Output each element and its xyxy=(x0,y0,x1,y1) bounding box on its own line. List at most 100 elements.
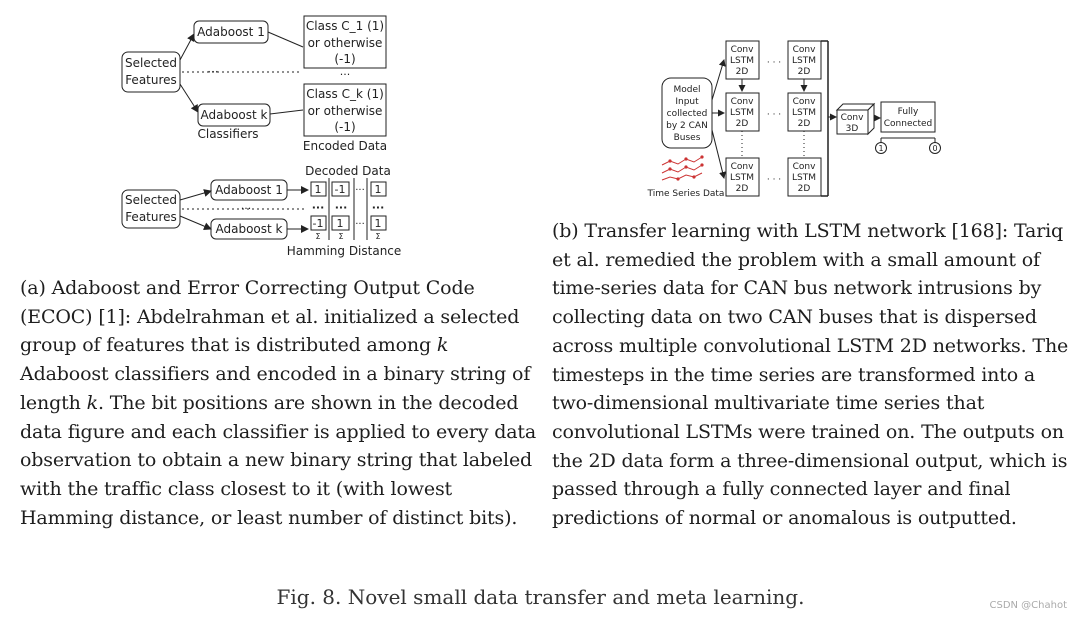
bit-value: 1 xyxy=(337,217,344,230)
encoded-data-label: Encoded Data xyxy=(303,139,387,153)
fully-connected-line: Fully xyxy=(898,107,919,117)
output-label: 0 xyxy=(932,144,937,153)
model-input-line: Input xyxy=(675,97,699,107)
conv-lstm-cell xyxy=(725,92,760,132)
conv-lstm-line: LSTM xyxy=(792,173,816,183)
ellipsis: ··· xyxy=(355,219,365,230)
class-ck-line: Class C_k (1) xyxy=(306,87,384,101)
conv-lstm-line: Conv xyxy=(793,97,816,107)
model-input-line: Buses xyxy=(674,133,701,143)
bit-cell xyxy=(331,181,350,197)
conv-lstm-line: 2D xyxy=(736,184,749,194)
ellipsis: · · · xyxy=(767,175,781,185)
panel-b-diagram: Model Input collected by 2 CAN Buses Tim… xyxy=(647,40,941,199)
figure-caption: Fig. 8. Novel small data transfer and me… xyxy=(276,585,805,609)
connector-line xyxy=(269,109,304,115)
conv-lstm-line: Conv xyxy=(731,162,754,172)
conv-lstm-line: Conv xyxy=(731,97,754,107)
conv-lstm-cell xyxy=(787,157,822,197)
selected-features-label: Features xyxy=(125,73,177,87)
conv-lstm-cell xyxy=(725,157,760,197)
bit-value: 1 xyxy=(375,183,382,196)
conv-lstm-line: LSTM xyxy=(792,56,816,66)
conv-lstm-line: LSTM xyxy=(730,173,754,183)
conv-lstm-line: Conv xyxy=(793,45,816,55)
conv3d-line: 3D xyxy=(846,124,859,134)
ellipsis: ··· xyxy=(312,201,325,214)
arrow xyxy=(179,215,212,230)
conv-lstm-line: LSTM xyxy=(730,108,754,118)
caption-b-text: (b) Transfer learning with LSTM network … xyxy=(552,220,1069,530)
connector-line xyxy=(267,31,304,48)
conv-lstm-line: 2D xyxy=(736,119,749,129)
selected-features-box xyxy=(121,189,181,229)
conv-lstm-line: LSTM xyxy=(730,56,754,66)
adaboost-k-label: Adaboost k xyxy=(201,108,268,122)
ellipsis: · · · xyxy=(767,110,781,120)
conv3d-block xyxy=(835,102,876,136)
conv-lstm-line: Conv xyxy=(731,45,754,55)
adaboost-k-label: Adaboost k xyxy=(216,222,283,236)
conv-lstm-line: LSTM xyxy=(792,108,816,118)
panel-a-top-diagram: Selected Features Adaboost 1 Adaboost k … xyxy=(121,15,387,153)
arrow xyxy=(179,189,212,201)
model-input-line: Model xyxy=(673,85,700,95)
bit-cell xyxy=(310,181,327,197)
caption-a: (a) Adaboost and Error Correcting Output… xyxy=(20,274,540,532)
ellipsis: ··· xyxy=(241,202,252,215)
conv-lstm-line: 2D xyxy=(798,67,811,77)
ellipsis: ··· xyxy=(355,185,365,196)
bit-cell xyxy=(370,215,387,231)
selected-features-label: Features xyxy=(125,210,177,224)
bit-value: 1 xyxy=(375,217,382,230)
selected-features-label: Selected xyxy=(125,56,177,70)
arrow xyxy=(711,129,726,179)
adaboost-1-label: Adaboost 1 xyxy=(197,25,265,39)
bit-value: 1 xyxy=(315,183,322,196)
panel-a-bottom-diagram: Selected Features Adaboost 1 Adaboost k … xyxy=(121,164,402,258)
class-c1-line: or otherwise xyxy=(308,36,383,50)
fully-connected-line: Connected xyxy=(884,119,932,129)
conv-lstm-line: 2D xyxy=(798,119,811,129)
class-ck-line: or otherwise xyxy=(308,104,383,118)
output-node xyxy=(875,142,887,154)
output-node xyxy=(929,142,941,154)
conv-lstm-line: 2D xyxy=(736,67,749,77)
time-series-data-label: Time Series Data xyxy=(647,189,725,199)
classifiers-label: Classifiers xyxy=(197,127,258,141)
arrow xyxy=(179,33,195,61)
bit-cell xyxy=(331,215,350,231)
caption-b: (b) Transfer learning with LSTM network … xyxy=(552,217,1077,533)
arrow xyxy=(711,59,726,101)
output-label: 1 xyxy=(878,144,883,153)
ellipsis: ··· xyxy=(340,68,351,81)
time-series-thumbnail xyxy=(661,155,704,181)
decoded-data-label: Decoded Data xyxy=(305,164,391,178)
selected-features-box xyxy=(121,51,181,93)
bit-cell xyxy=(310,215,327,231)
caption-a-text: (a) Adaboost and Error Correcting Output… xyxy=(20,277,537,529)
bit-value: -1 xyxy=(313,217,324,230)
arrow xyxy=(179,83,199,113)
ellipsis: ··· xyxy=(335,201,348,214)
class-ck-line: (-1) xyxy=(334,120,355,134)
hamming-distance-label: Hamming Distance xyxy=(287,244,402,258)
conv-lstm-line: 2D xyxy=(798,184,811,194)
watermark: CSDN @Chahot xyxy=(989,600,1067,611)
bit-value: -1 xyxy=(335,183,346,196)
conv3d-line: Conv xyxy=(841,113,864,123)
sigma-symbol: Σ xyxy=(315,232,320,241)
sigma-symbol: Σ xyxy=(375,232,380,241)
bit-cell xyxy=(370,181,387,197)
fully-connected-box xyxy=(880,101,936,133)
adaboost-1-label: Adaboost 1 xyxy=(215,183,283,197)
model-input-line: by 2 CAN xyxy=(666,121,708,131)
class-ck-box xyxy=(303,83,387,137)
model-input-line: collected xyxy=(667,109,708,119)
ellipsis: · · · xyxy=(767,58,781,68)
ellipsis: ··· xyxy=(207,65,218,79)
class-c1-line: Class C_1 (1) xyxy=(306,19,384,33)
adaboost-k-box xyxy=(197,103,271,127)
class-c1-line: (-1) xyxy=(334,52,355,66)
sigma-symbol: Σ xyxy=(338,232,343,241)
